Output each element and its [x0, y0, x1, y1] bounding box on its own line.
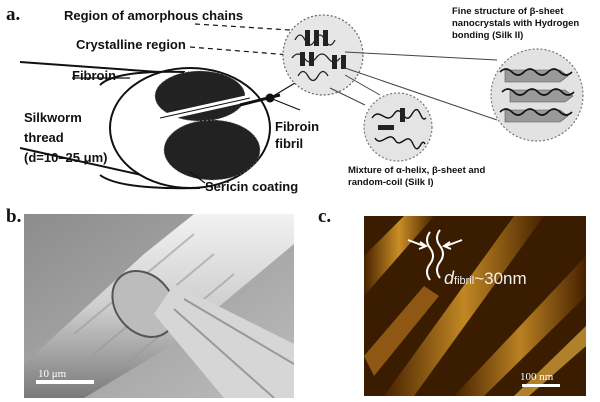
sem-scale-bar-label: 10 μm: [38, 368, 67, 380]
fine-structure-label: Fine structure of β-sheet nanocrystals w…: [452, 6, 579, 42]
panel-a-label: a.: [6, 4, 21, 25]
fibroin-label: Fibroin: [72, 68, 117, 83]
zoom-lines-silk2: [329, 51, 498, 121]
fibroin-bundles: [154, 70, 261, 181]
d-symbol: d: [444, 268, 455, 288]
silk2-circle: [490, 48, 584, 142]
mixture-line1: Mixture of α-helix, β-sheet and: [348, 165, 486, 176]
silkworm-line1: Silkworm: [24, 110, 82, 125]
panel-b-label: b.: [6, 206, 22, 227]
afm-fibrils-drawing: [364, 216, 586, 396]
silkworm-thread-label: Silkworm thread (d=10–25 μm): [24, 108, 107, 168]
silkworm-line2: thread: [24, 130, 64, 145]
afm-image: [364, 216, 586, 396]
d-subscript: fibril: [454, 275, 475, 287]
sem-fiber-drawing: [24, 214, 294, 398]
fine-structure-line3: bonding (Silk II): [452, 30, 524, 41]
d-fibril-annotation: dfibril~30nm: [444, 268, 527, 289]
crystalline-region-label: Crystalline region: [76, 37, 186, 52]
silk1-circle: [363, 92, 433, 162]
fibroin-fibril-line2: fibril: [275, 136, 304, 151]
d-value: ~30nm: [474, 269, 527, 288]
mixture-line2: random-coil (Silk I): [348, 177, 434, 188]
fine-structure-line2: nanocrystals with Hydrogen: [452, 18, 580, 29]
silkworm-line3: (d=10–25 μm): [24, 150, 108, 165]
sem-image: [24, 214, 294, 398]
fibroin-fibril-label: Fibroin fibril: [275, 118, 319, 152]
sericin-coating-label: Sericin coating: [205, 179, 299, 194]
region-amorphous-label: Region of amorphous chains: [64, 8, 244, 23]
fine-structure-line1: Fine structure of β-sheet: [452, 6, 564, 17]
afm-scale-bar-label: 100 nm: [520, 371, 554, 383]
leader-lines: [72, 23, 301, 184]
fibroin-fibril-line1: Fibroin: [275, 119, 320, 134]
mixture-label: Mixture of α-helix, β-sheet and random-c…: [348, 165, 485, 189]
fibril-zoom-circle: [282, 14, 364, 96]
panel-c-label: c.: [318, 206, 332, 227]
